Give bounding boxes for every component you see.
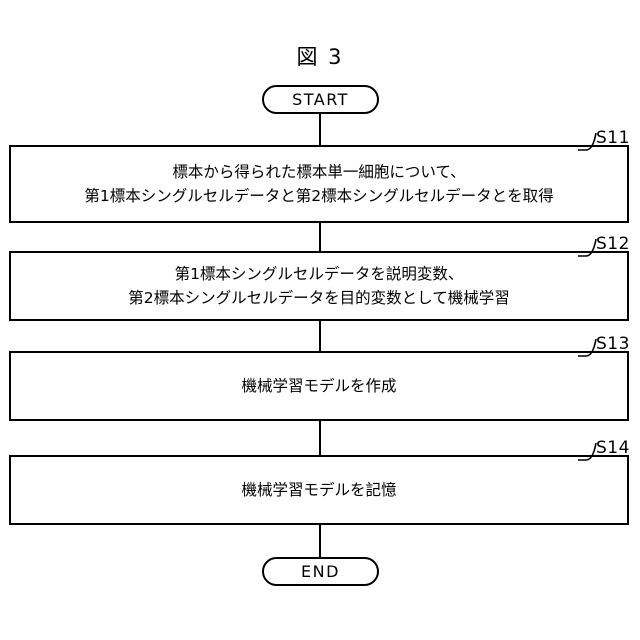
process-box-s12-line-1: 第1標本シングルセルデータを説明変数、 bbox=[174, 265, 464, 283]
connector-start-to-step-s11 bbox=[319, 113, 321, 146]
process-box-s14: 機械学習モデルを記憶 bbox=[9, 455, 629, 525]
connector-s12-to-s13 bbox=[319, 320, 321, 352]
process-box-s12-line-2: 第2標本シングルセルデータを目的変数として機械学習 bbox=[128, 289, 510, 307]
step-leader-s14-icon bbox=[578, 441, 598, 461]
process-box-s12: 第1標本シングルセルデータを説明変数、 第2標本シングルセルデータを目的変数とし… bbox=[9, 251, 629, 321]
process-box-s13-line-1: 機械学習モデルを作成 bbox=[241, 377, 397, 395]
connector-s14-to-end bbox=[319, 524, 321, 558]
process-box-s14-line-1: 機械学習モデルを記憶 bbox=[241, 481, 397, 499]
step-leader-s13-icon bbox=[578, 337, 598, 357]
step-leader-s12-icon bbox=[578, 237, 598, 257]
figure-title: 図 3 bbox=[296, 45, 344, 69]
step-label-s14: S14 bbox=[596, 438, 630, 458]
process-box-s13: 機械学習モデルを作成 bbox=[9, 351, 629, 421]
process-box-s11-line-2: 第1標本シングルセルデータと第2標本シングルセルデータとを取得 bbox=[84, 187, 554, 205]
connector-s13-to-s14 bbox=[319, 420, 321, 456]
process-box-s11-line-1: 標本から得られた標本単一細胞について、 bbox=[172, 163, 466, 181]
terminal-start: START bbox=[262, 85, 379, 114]
terminal-start-label: START bbox=[292, 90, 349, 109]
step-label-s11: S11 bbox=[596, 128, 630, 148]
terminal-end-label: END bbox=[301, 562, 340, 581]
connector-s11-to-s12 bbox=[319, 222, 321, 252]
step-leader-s11-icon bbox=[578, 131, 598, 151]
process-box-s11: 標本から得られた標本単一細胞について、 第1標本シングルセルデータと第2標本シン… bbox=[9, 145, 629, 223]
step-label-s12: S12 bbox=[596, 234, 630, 254]
step-label-s13: S13 bbox=[596, 334, 630, 354]
terminal-end: END bbox=[262, 557, 379, 586]
